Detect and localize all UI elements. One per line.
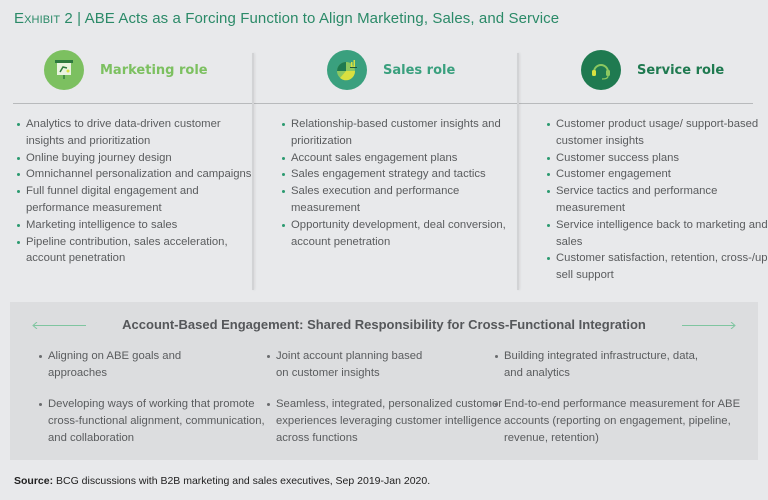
list-item: Service intelligence back to marketing a… xyxy=(546,217,768,251)
service-role-label: Service role xyxy=(637,62,725,78)
panel-column: Joint account planning based on customer… xyxy=(266,348,496,382)
sales-role-column: Sales role Relationship-based customer i… xyxy=(281,50,521,248)
sales-role-list: Relationship-based customer insights and… xyxy=(281,116,521,250)
list-item: Seamless, integrated, personalized custo… xyxy=(266,396,506,446)
header-divider xyxy=(13,103,753,104)
list-item: Joint account planning based on customer… xyxy=(266,348,436,382)
list-item: End-to-end performance measurement for A… xyxy=(494,396,744,446)
list-item: Online buying journey design xyxy=(16,150,256,167)
source-text: BCG discussions with B2B marketing and s… xyxy=(53,475,431,487)
list-item: Sales engagement strategy and tactics xyxy=(281,166,521,183)
list-item: Sales execution and performance measurem… xyxy=(281,183,521,217)
list-item: Aligning on ABE goals and approaches xyxy=(38,348,188,382)
right-arrow-icon xyxy=(682,322,736,329)
column-divider xyxy=(252,53,254,290)
sales-role-label: Sales role xyxy=(383,62,456,78)
service-role-list: Customer product usage/ support-based cu… xyxy=(546,116,768,284)
panel-column: Seamless, integrated, personalized custo… xyxy=(266,396,502,446)
list-item: Pipeline contribution, sales acceleratio… xyxy=(16,234,256,268)
panel-column: Building integrated infrastructure, data… xyxy=(494,348,724,382)
list-item: Account sales engagement plans xyxy=(281,150,521,167)
exhibit-number: Exhibit 2 xyxy=(14,10,73,27)
list-item: Omnichannel personalization and campaign… xyxy=(16,166,256,183)
source-note: Source: BCG discussions with B2B marketi… xyxy=(14,475,430,487)
list-item: Customer success plans xyxy=(546,150,768,167)
source-label: Source: xyxy=(14,475,54,487)
list-item: Service tactics and performance measurem… xyxy=(546,183,768,217)
list-item: Developing ways of working that promote … xyxy=(38,396,268,446)
title-separator: | xyxy=(72,10,85,27)
panel-column: End-to-end performance measurement for A… xyxy=(494,396,740,446)
list-item: Customer product usage/ support-based cu… xyxy=(546,116,768,150)
list-item: Analytics to drive data-driven customer … xyxy=(16,116,256,150)
marketing-role-list: Analytics to drive data-driven customer … xyxy=(16,116,256,267)
panel-column: Aligning on ABE goals and approaches xyxy=(38,348,268,382)
list-item: Full funnel digital engagement and perfo… xyxy=(16,183,256,217)
presentation-board-icon xyxy=(44,50,84,90)
headset-icon xyxy=(581,50,621,90)
list-item: Relationship-based customer insights and… xyxy=(281,116,521,150)
service-role-column: Service role Customer product usage/ sup… xyxy=(546,50,768,281)
panel-column: Developing ways of working that promote … xyxy=(38,396,268,446)
marketing-role-column: Marketing role Analytics to drive data-d… xyxy=(16,50,256,264)
list-item: Opportunity development, deal conversion… xyxy=(281,217,521,251)
list-item: Customer engagement xyxy=(546,166,768,183)
exhibit-heading: ABE Acts as a Forcing Function to Align … xyxy=(84,10,560,27)
marketing-role-label: Marketing role xyxy=(100,62,208,78)
left-arrow-icon xyxy=(32,322,86,329)
pie-chart-icon xyxy=(327,50,367,90)
exhibit-title: Exhibit 2 | ABE Acts as a Forcing Functi… xyxy=(14,10,559,27)
list-item: Customer satisfaction, retention, cross-… xyxy=(546,250,768,284)
list-item: Building integrated infrastructure, data… xyxy=(494,348,709,382)
list-item: Marketing intelligence to sales xyxy=(16,217,256,234)
column-divider xyxy=(517,53,519,290)
shared-responsibility-panel: Account-Based Engagement: Shared Respons… xyxy=(10,302,758,460)
panel-title: Account-Based Engagement: Shared Respons… xyxy=(122,317,646,332)
